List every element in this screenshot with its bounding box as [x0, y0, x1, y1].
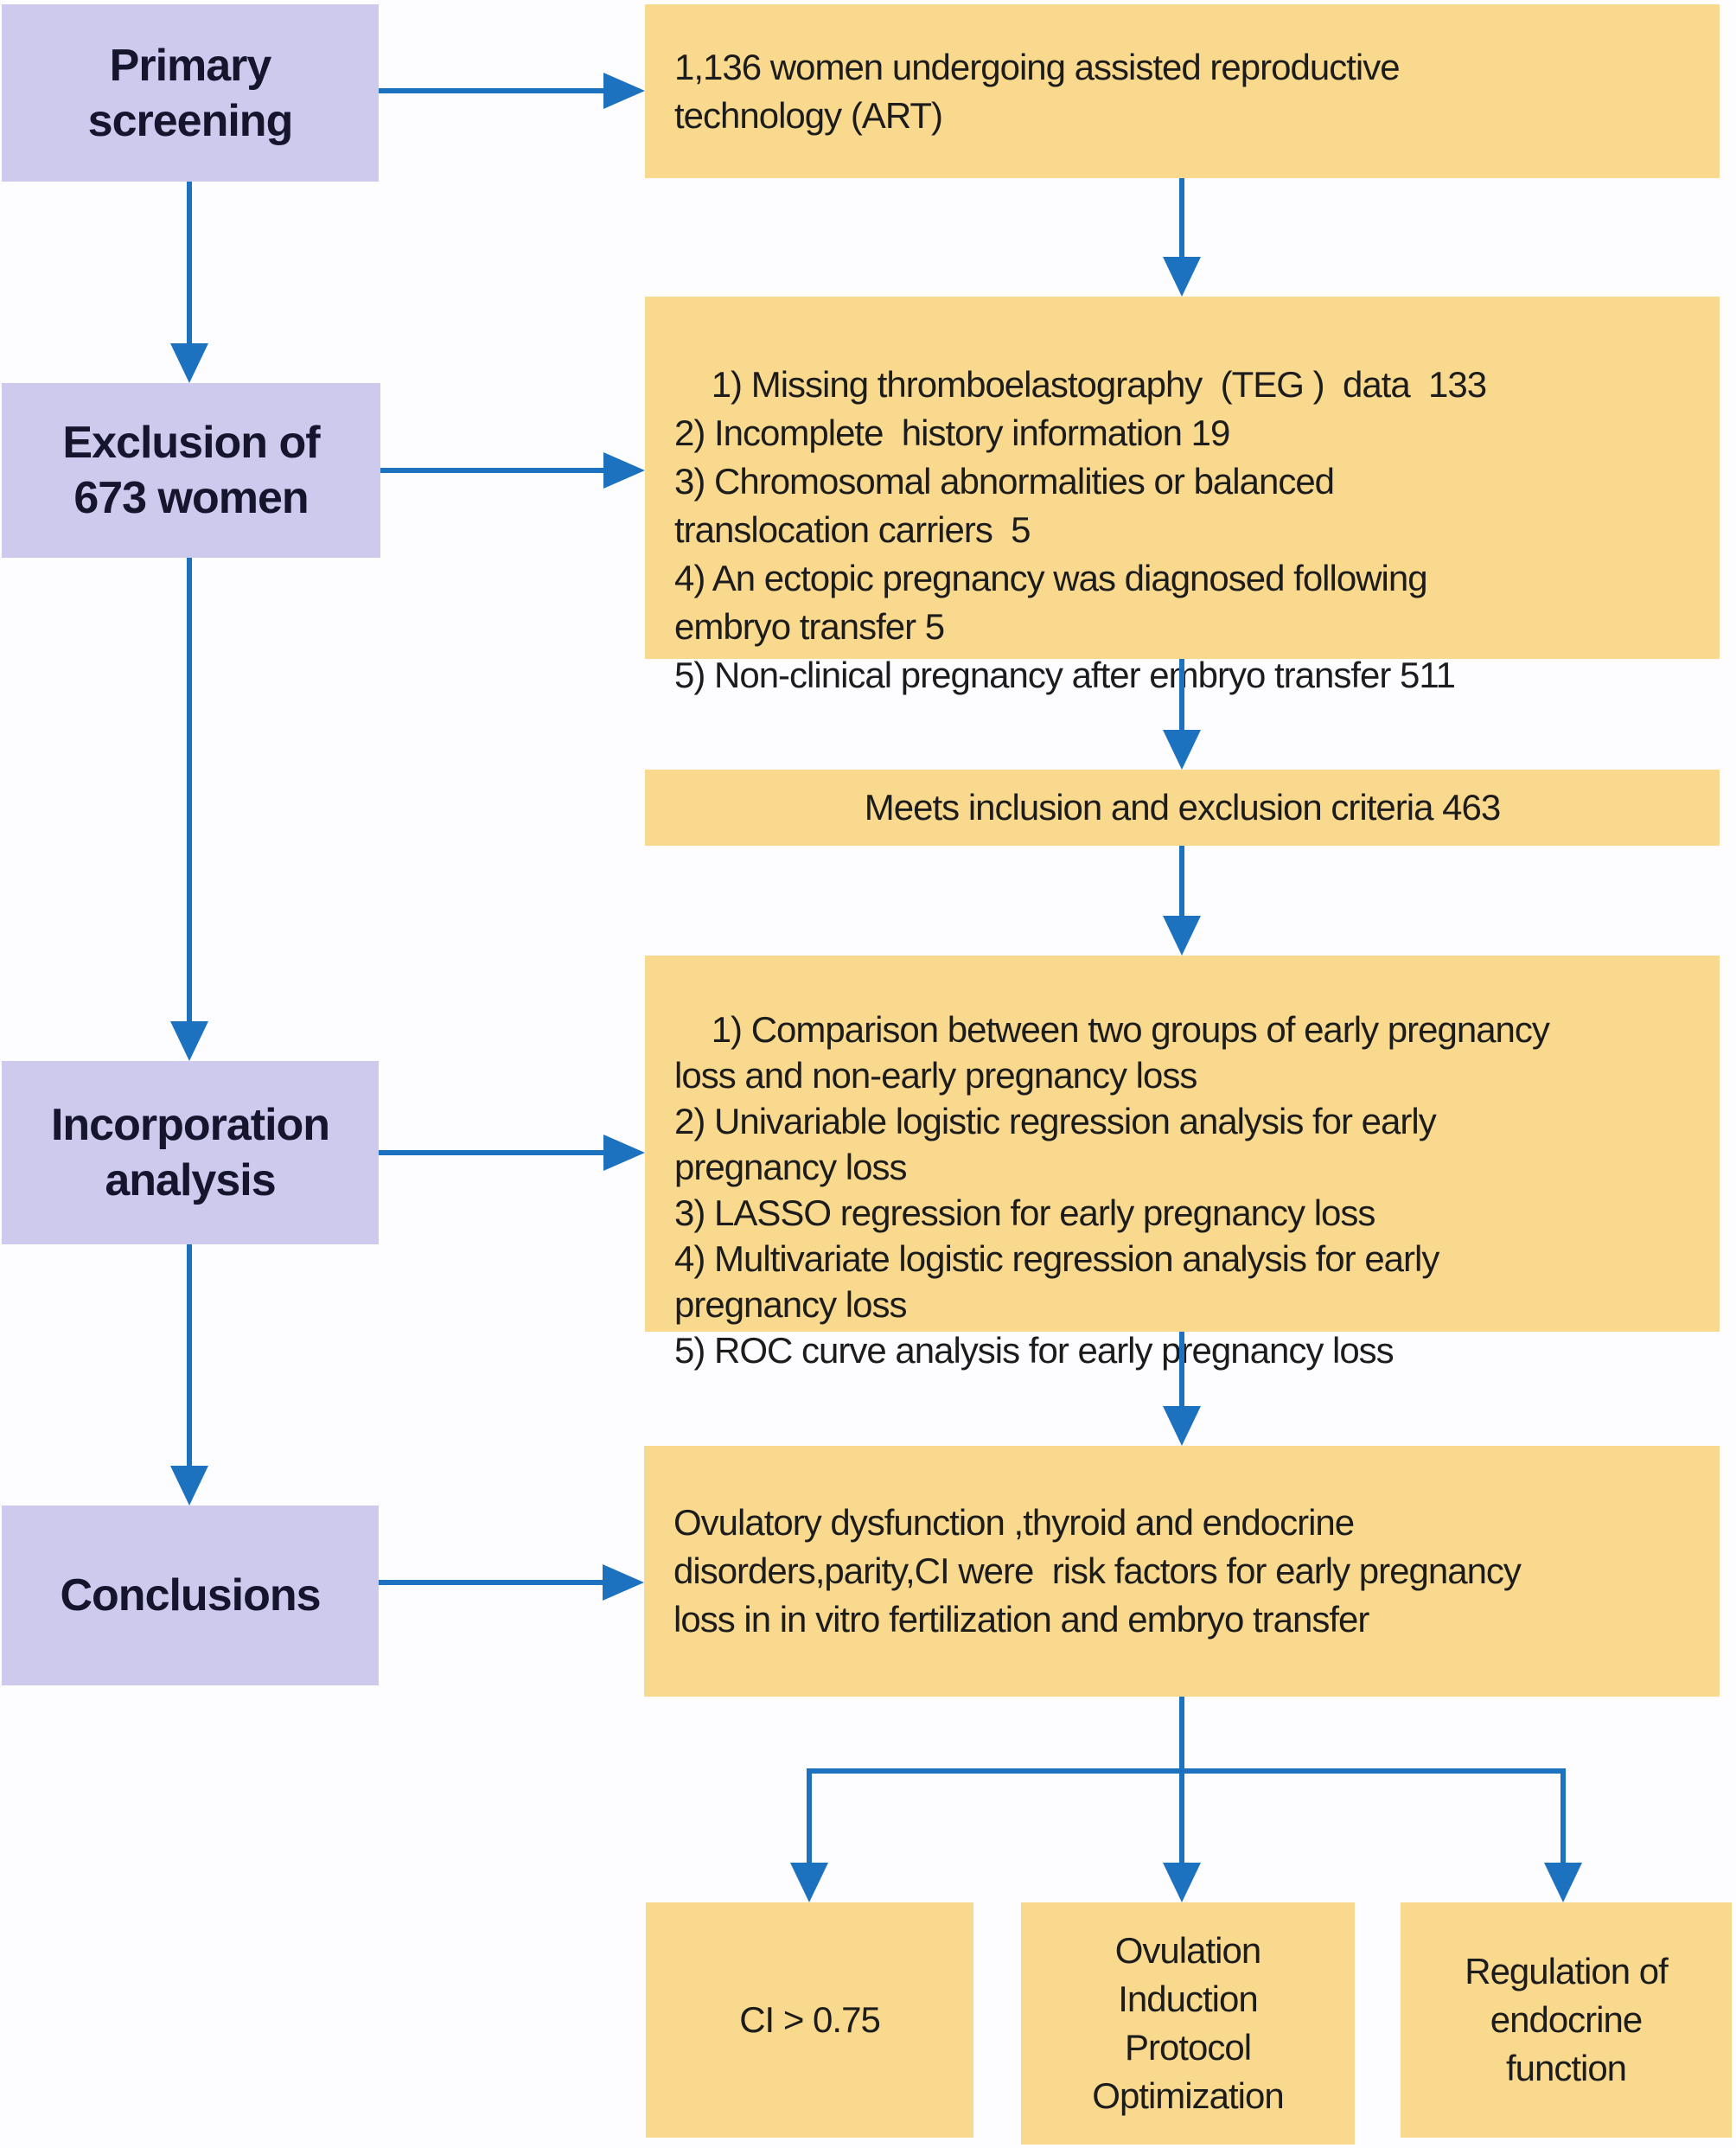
arrow-line-conclusions-to-statement — [379, 1580, 603, 1585]
stage-box-primary-screening: Primary screening — [2, 4, 379, 182]
arrow-head-analyses-to-statement — [1163, 1406, 1201, 1446]
stage-label-primary-screening: Primary screening — [87, 40, 294, 146]
flow-text-criteria: Meets inclusion and exclusion criteria 4… — [864, 787, 1501, 828]
arrow-head-branch-to-ovulation — [1163, 1863, 1201, 1902]
arrow-line-branch-to-endocrine — [1560, 1768, 1566, 1863]
arrow-line-criteria-to-analyses — [1179, 846, 1184, 916]
arrow-head-criteria-to-analyses — [1163, 916, 1201, 956]
branch-horizontal-line — [807, 1768, 1566, 1774]
outcome-box-ci: CI > 0.75 — [646, 1902, 973, 2138]
arrow-head-reasons-to-criteria — [1163, 730, 1201, 770]
stage-label-conclusions: Conclusions — [60, 1570, 321, 1621]
arrow-head-art-to-reasons — [1163, 257, 1201, 297]
stage-box-conclusions: Conclusions — [2, 1506, 379, 1685]
arrow-head-incorporation-to-analyses — [603, 1135, 645, 1171]
arrow-line-branch-to-ci — [807, 1768, 812, 1863]
stage-label-exclusion: Exclusion of 673 women — [62, 418, 320, 523]
arrow-line-exclusion-to-reasons — [380, 468, 603, 473]
flow-box-analyses: 1) Comparison between two groups of earl… — [645, 956, 1720, 1371]
arrow-head-branch-to-endocrine — [1544, 1863, 1582, 1902]
arrow-line-reasons-to-criteria — [1179, 659, 1184, 730]
arrow-head-incorporation-to-conclusions — [170, 1466, 208, 1506]
arrow-line-primary-to-art — [379, 88, 603, 93]
arrow-line-branch-to-ovulation — [1179, 1768, 1184, 1863]
arrow-line-exclusion-to-incorporation — [187, 558, 192, 1021]
outcome-label-ci: CI > 0.75 — [739, 1999, 881, 2040]
arrow-head-primary-to-art — [603, 73, 645, 109]
outcome-box-endocrine-regulation: Regulation of endocrine function — [1401, 1902, 1732, 2138]
flow-box-criteria: Meets inclusion and exclusion criteria 4… — [645, 770, 1720, 846]
arrow-head-branch-to-ci — [790, 1863, 828, 1902]
stage-box-exclusion: Exclusion of 673 women — [2, 383, 380, 558]
arrow-line-incorporation-to-analyses — [379, 1150, 603, 1155]
flow-text-exclusion-reasons: 1) Missing thromboelastography (TEG ) da… — [674, 364, 1487, 695]
flow-box-art-population: 1,136 women undergoing assisted reproduc… — [645, 4, 1720, 178]
arrow-line-incorporation-to-conclusions — [187, 1244, 192, 1466]
flow-box-exclusion-reasons: 1) Missing thromboelastography (TEG ) da… — [645, 297, 1720, 695]
arrow-head-primary-to-exclusion — [170, 343, 208, 383]
arrow-line-statement-to-branch — [1179, 1697, 1184, 1771]
stage-box-incorporation-analysis: Incorporation analysis — [2, 1061, 379, 1244]
outcome-label-endocrine-regulation: Regulation of endocrine function — [1465, 1951, 1669, 2088]
arrow-head-exclusion-to-reasons — [603, 452, 645, 489]
flow-text-analyses: 1) Comparison between two groups of earl… — [674, 1009, 1550, 1371]
arrow-line-art-to-reasons — [1179, 178, 1184, 257]
arrow-line-primary-to-exclusion — [187, 182, 192, 344]
arrow-head-conclusions-to-statement — [603, 1564, 644, 1601]
flow-text-art-population: 1,136 women undergoing assisted reproduc… — [674, 46, 1401, 136]
arrow-line-analyses-to-statement — [1179, 1332, 1184, 1406]
flow-text-conclusion-statement: Ovulatory dysfunction ,thyroid and endoc… — [673, 1502, 1522, 1640]
flow-box-conclusion-statement: Ovulatory dysfunction ,thyroid and endoc… — [644, 1446, 1720, 1697]
outcome-label-ovulation-induction: Ovulation Induction Protocol Optimizatio… — [1092, 1930, 1284, 2116]
stage-label-incorporation-analysis: Incorporation analysis — [50, 1100, 330, 1205]
arrow-head-exclusion-to-incorporation — [170, 1021, 208, 1061]
outcome-box-ovulation-induction: Ovulation Induction Protocol Optimizatio… — [1021, 1902, 1355, 2145]
